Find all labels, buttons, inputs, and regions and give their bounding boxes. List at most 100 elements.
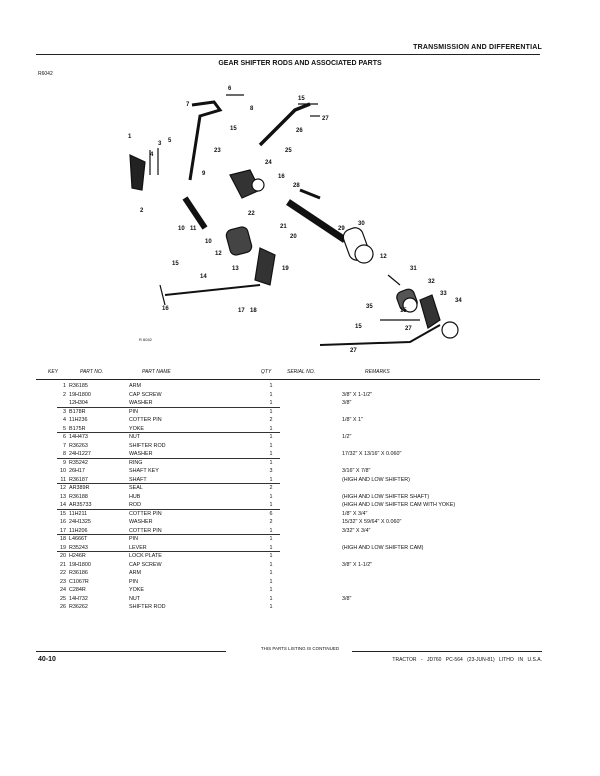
- row-part-name: SEAL: [129, 485, 143, 491]
- svg-text:5: 5: [168, 138, 172, 144]
- row-qty: 1: [269, 476, 273, 483]
- svg-text:14: 14: [200, 274, 207, 280]
- svg-text:19: 19: [282, 266, 289, 272]
- row-part-name: ARM: [129, 570, 141, 576]
- page-number: 40-10: [38, 656, 56, 663]
- row-qty: 2: [269, 417, 273, 423]
- row-remarks: 1/8" X 1": [342, 417, 363, 423]
- row-part-no: 26H17: [69, 468, 85, 474]
- row-key: 25: [60, 595, 66, 602]
- row-part-name: CAP SCREW: [129, 561, 162, 568]
- catalog-number: PC-564: [445, 657, 463, 663]
- col-serial: SERIAL NO.: [287, 369, 315, 375]
- row-remarks: (HIGH AND LOW SHIFTER SHAFT): [342, 493, 430, 500]
- svg-text:35: 35: [366, 304, 373, 310]
- row-qty: 1: [269, 570, 273, 576]
- svg-text:11: 11: [190, 226, 197, 232]
- row-part-name: SHIFTER ROD: [129, 604, 166, 610]
- row-qty: 1: [269, 408, 273, 415]
- row-remarks: 3/8": [342, 595, 352, 602]
- svg-text:25: 25: [285, 148, 292, 154]
- svg-text:28: 28: [293, 183, 300, 189]
- row-key: 18: [60, 536, 66, 542]
- svg-text:20: 20: [290, 234, 297, 240]
- row-key: 6: [63, 434, 66, 440]
- row-part-no: 11H206: [69, 527, 88, 534]
- row-key: 4: [63, 417, 66, 423]
- row-part-name: COTTER PIN: [129, 527, 162, 534]
- svg-text:34: 34: [455, 298, 462, 304]
- row-part-name: WASHER: [129, 451, 153, 457]
- row-qty: 1: [269, 527, 273, 534]
- row-part-name: COTTER PIN: [129, 417, 162, 423]
- litho-note: LITHO IN U.S.A.: [499, 657, 542, 663]
- row-part-name: CAP SCREW: [129, 391, 162, 398]
- svg-text:26: 26: [296, 128, 303, 134]
- row-qty: 2: [269, 519, 273, 525]
- row-key: 23: [60, 578, 66, 585]
- svg-text:15: 15: [172, 261, 179, 267]
- section-title: TRANSMISSION AND DIFFERENTIAL: [413, 44, 542, 51]
- svg-text:8: 8: [250, 106, 254, 112]
- row-part-no: 12H304: [69, 400, 88, 406]
- table-header: KEY PART NO. PART NAME QTY SERIAL NO. RE…: [0, 369, 600, 379]
- row-qty: 1: [269, 493, 273, 500]
- svg-text:16: 16: [162, 306, 169, 312]
- row-part-no: B178R: [69, 408, 86, 415]
- row-part-no: 11H236: [69, 417, 88, 423]
- row-part-name: YOKE: [129, 587, 144, 593]
- row-key: 20: [60, 553, 66, 559]
- row-key: 2: [63, 391, 66, 398]
- row-part-no: R36185: [69, 383, 88, 389]
- row-part-name: LOCK PLATE: [129, 553, 162, 559]
- row-remarks: 1/2": [342, 434, 352, 440]
- row-qty: 6: [269, 510, 273, 517]
- col-remarks: REMARKS: [365, 369, 390, 375]
- row-part-no: 14H473: [69, 434, 88, 440]
- svg-text:15: 15: [355, 324, 362, 330]
- svg-text:12: 12: [380, 254, 387, 260]
- svg-text:9: 9: [202, 171, 206, 177]
- row-part-no: L4666T: [69, 536, 88, 542]
- row-key: 3: [63, 408, 66, 415]
- svg-text:13: 13: [232, 266, 239, 272]
- tractor-model: TRACTOR - JD760: [392, 657, 442, 663]
- row-qty: 1: [269, 536, 273, 542]
- svg-text:15: 15: [400, 308, 407, 314]
- row-remarks: 3/8" X 1-1/2": [342, 561, 373, 568]
- row-qty: 1: [269, 383, 273, 389]
- row-part-name: NUT: [129, 595, 141, 602]
- row-qty: 1: [269, 544, 273, 551]
- row-part-name: PIN: [129, 408, 138, 415]
- row-key: 14: [60, 502, 66, 508]
- svg-text:27: 27: [322, 116, 329, 122]
- row-key: 7: [63, 442, 66, 449]
- row-part-no: R36263: [69, 442, 88, 449]
- svg-text:2: 2: [140, 208, 144, 214]
- row-part-name: HUB: [129, 493, 141, 500]
- row-key: 15: [60, 510, 66, 517]
- row-part-no: R36187: [69, 476, 88, 483]
- svg-text:23: 23: [214, 148, 221, 154]
- col-key: KEY: [48, 369, 59, 375]
- row-part-name: COTTER PIN: [129, 510, 162, 517]
- row-qty: 1: [269, 425, 273, 432]
- row-part-name: RING: [129, 459, 143, 466]
- row-qty: 1: [269, 442, 273, 449]
- row-part-no: 14H732: [69, 595, 88, 602]
- row-qty: 1: [269, 502, 273, 508]
- svg-text:22: 22: [248, 211, 255, 217]
- row-qty: 1: [269, 561, 273, 568]
- row-qty: 1: [269, 391, 273, 398]
